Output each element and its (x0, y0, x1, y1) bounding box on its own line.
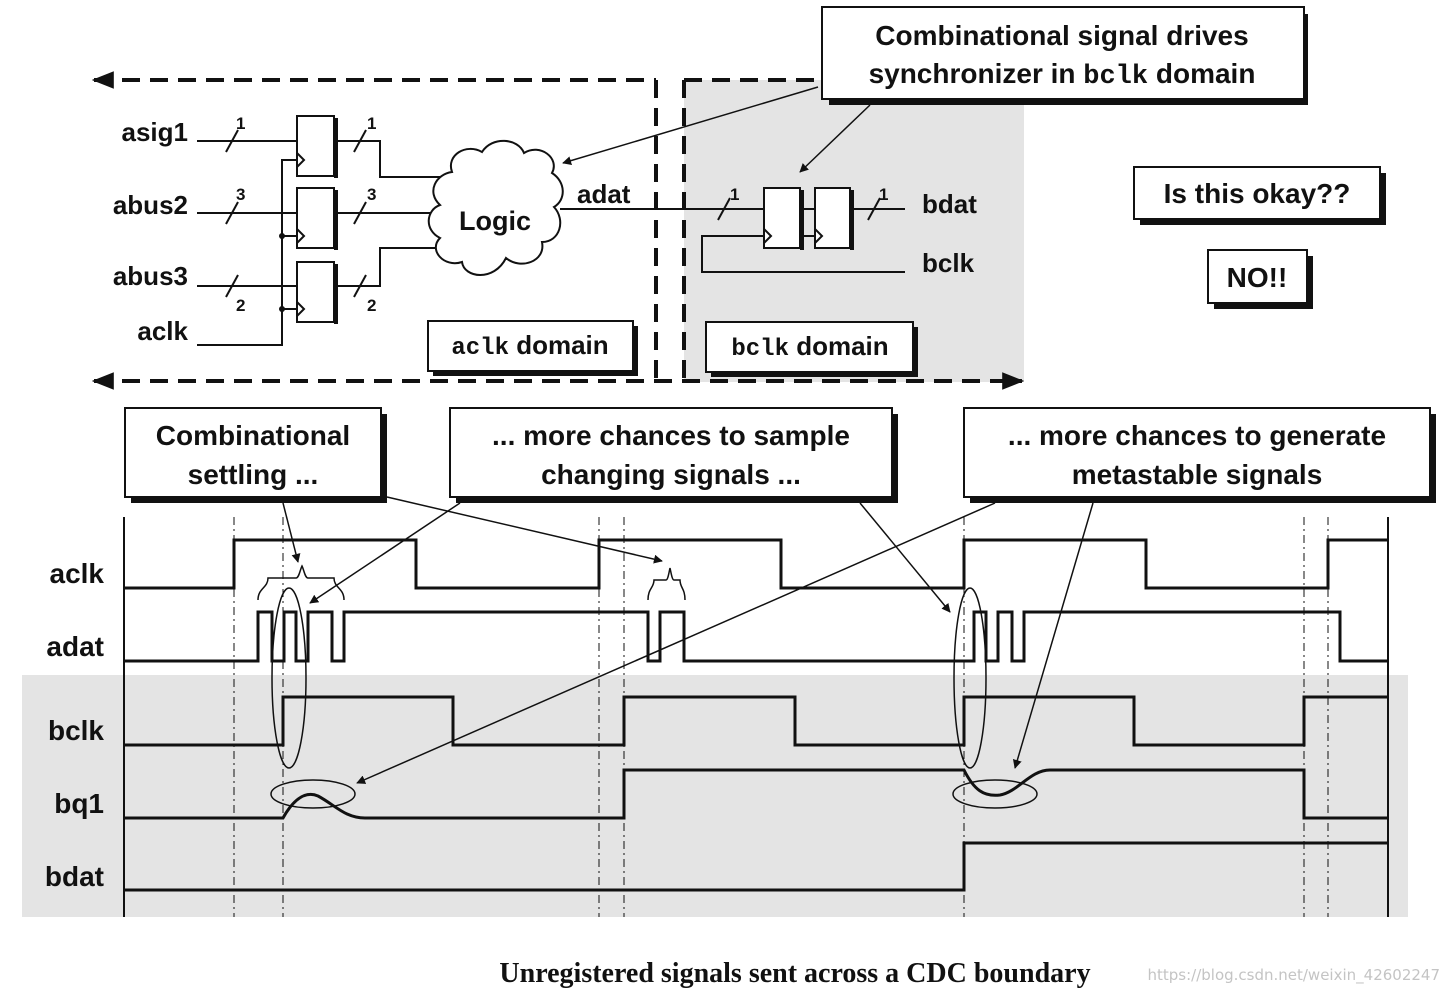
callout-sample-changing: ... more chances to sample changing sign… (449, 407, 898, 503)
width-sync-out: 1 (879, 185, 888, 204)
wave-label-aclk: aclk (50, 558, 105, 589)
input-aclk: aclk (137, 316, 188, 346)
bclk-domain-waveform-shade (22, 675, 1408, 917)
sync-flipflops (763, 187, 854, 250)
domain-boundary (91, 71, 1025, 390)
width-sync-in: 1 (730, 185, 739, 204)
wave-label-bq1: bq1 (54, 788, 104, 819)
wave-aclk (124, 538, 1388, 590)
svg-text:aclk domain: aclk domain (451, 330, 608, 362)
logic-label: Logic (459, 206, 531, 236)
callout-top: Combinational signal drives synchronizer… (821, 6, 1308, 105)
wave-label-adat: adat (46, 631, 104, 662)
wave-label-bclk: bclk (48, 715, 104, 746)
watermark: https://blog.csdn.net/weixin_42602247 (1147, 966, 1440, 985)
width-asig1: 1 (236, 114, 245, 133)
question-box: Is this okay?? (1133, 166, 1386, 225)
bclk-domain-box: bclk domain (705, 321, 918, 377)
callout-combinational-settling: Combinational settling ... (124, 407, 387, 503)
width-ff1-out: 1 (367, 114, 376, 133)
bclk-label: bclk (922, 248, 975, 278)
width-abus2: 3 (236, 185, 245, 204)
bdat-label: bdat (922, 189, 977, 219)
wave-label-bdat: bdat (45, 861, 104, 892)
aclk-flipflops (296, 115, 338, 324)
input-abus2: abus2 (113, 190, 188, 220)
svg-text:metastable signals: metastable signals (1072, 459, 1323, 490)
svg-text:NO!!: NO!! (1227, 262, 1288, 293)
figure-caption: Unregistered signals sent across a CDC b… (499, 958, 1090, 989)
aclk-domain-box: aclk domain (427, 320, 638, 376)
svg-text:settling ...: settling ... (188, 459, 319, 490)
answer-box: NO!! (1207, 249, 1313, 309)
timing-diagram: aclk adat bclk bq1 bdat Comb (22, 407, 1436, 917)
wave-bq1 (124, 768, 1388, 820)
schematic: asig1 abus2 abus3 aclk (91, 6, 1386, 390)
width-ff3-out: 2 (367, 296, 376, 315)
adat-label: adat (577, 179, 631, 209)
logic-cloud (427, 139, 564, 276)
svg-text:changing signals ...: changing signals ... (541, 459, 801, 490)
svg-text:bclk domain: bclk domain (731, 331, 888, 363)
width-ff2-out: 3 (367, 185, 376, 204)
input-abus3: abus3 (113, 261, 188, 291)
svg-text:Combinational: Combinational (156, 420, 350, 451)
svg-text:Combinational signal drives: Combinational signal drives (875, 20, 1248, 51)
svg-text:... more chances to generate: ... more chances to generate (1008, 420, 1386, 451)
svg-text:Is this okay??: Is this okay?? (1164, 178, 1351, 209)
callout-metastable: ... more chances to generate metastable … (963, 407, 1436, 503)
width-abus3: 2 (236, 296, 245, 315)
svg-text:synchronizer in bclk domain: synchronizer in bclk domain (869, 58, 1256, 92)
svg-text:... more chances to sample: ... more chances to sample (492, 420, 850, 451)
input-asig1: asig1 (122, 117, 189, 147)
wave-bdat (124, 841, 1388, 892)
wave-bclk (124, 695, 1388, 747)
wave-adat (124, 610, 1388, 663)
